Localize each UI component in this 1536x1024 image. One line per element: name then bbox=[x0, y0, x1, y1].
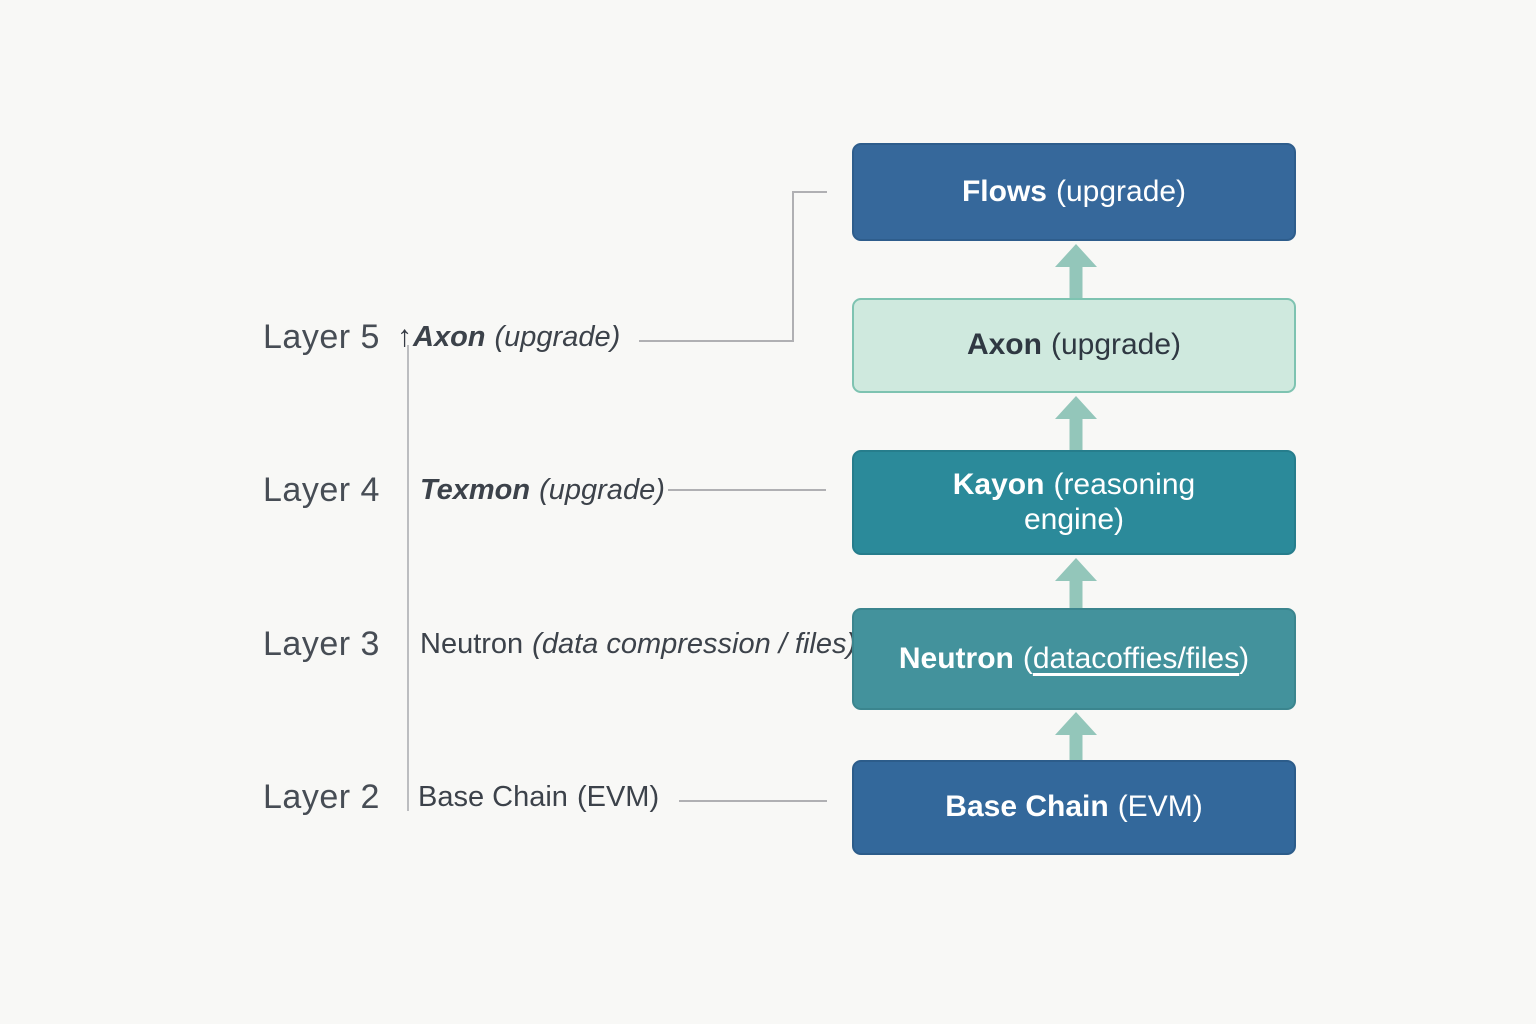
base-chain-box: Base Chain(EVM) bbox=[852, 760, 1296, 855]
layer-2-description: Base Chain(EVM) bbox=[418, 778, 659, 816]
axon-box-title: Axon bbox=[966, 328, 1042, 362]
layer-3-description: Neutron(data compression / files) bbox=[420, 625, 856, 663]
flows-box-title: Flows bbox=[961, 174, 1047, 208]
layer-2-label: Layer 2 bbox=[263, 778, 380, 816]
kayon-box-subtitle: (reasoning engine) bbox=[1023, 468, 1196, 536]
kayon-box-title: Kayon bbox=[952, 468, 1045, 501]
flows-box-subtitle: (upgrade) bbox=[1055, 174, 1187, 208]
up-arrow-axon-to-flows bbox=[1055, 244, 1097, 298]
layer-5-connector-line bbox=[639, 191, 827, 342]
layer-3-label: Layer 3 bbox=[263, 625, 380, 663]
kayon-box: Kayon(reasoning engine) bbox=[852, 450, 1296, 555]
neutron-box-subtitle: (datacoffies/files) bbox=[1023, 642, 1249, 675]
neutron-box-title: Neutron bbox=[898, 641, 1014, 675]
axon-box-text: Axon(upgrade) bbox=[967, 328, 1181, 363]
base-chain-box-text: Base Chain(EVM) bbox=[945, 790, 1202, 825]
layer-5-description: ↑Axon(upgrade) bbox=[397, 318, 620, 356]
neutron-subtitle-open-paren: ( bbox=[1022, 641, 1033, 675]
layer-5-detail: (upgrade) bbox=[494, 321, 621, 353]
layer-3-name: Neutron bbox=[420, 628, 524, 660]
kayon-box-text: Kayon(reasoning engine) bbox=[908, 468, 1240, 537]
up-arrow-base-to-neutron bbox=[1055, 712, 1097, 760]
up-arrow-neutron-to-kayon bbox=[1055, 558, 1097, 608]
neutron-box: Neutron(datacoffies/files) bbox=[852, 608, 1296, 710]
neutron-box-text: Neutron(datacoffies/files) bbox=[899, 642, 1249, 677]
layer-5-name: Axon bbox=[413, 321, 486, 353]
base-chain-box-subtitle: (EVM) bbox=[1117, 790, 1203, 824]
layer-2-detail: (EVM) bbox=[576, 781, 660, 813]
base-chain-box-title: Base Chain bbox=[945, 790, 1109, 824]
layer-2-name: Base Chain bbox=[418, 781, 568, 813]
up-arrow-glyph: ↑ bbox=[397, 320, 412, 353]
layer-3-detail: (data compression / files) bbox=[532, 628, 857, 660]
layer-4-name: Texmon bbox=[420, 474, 531, 506]
neutron-subtitle-close-paren: ) bbox=[1239, 641, 1250, 675]
flows-box: Flows(upgrade) bbox=[852, 143, 1296, 241]
neutron-subtitle-underlined-text: datacoffies/files bbox=[1032, 641, 1240, 675]
layer-5-label: Layer 5 bbox=[263, 318, 380, 356]
layer-4-label: Layer 4 bbox=[263, 471, 380, 509]
layer-4-description: Texmon(upgrade) bbox=[420, 471, 665, 509]
up-arrow-kayon-to-axon bbox=[1055, 396, 1097, 450]
flows-box-text: Flows(upgrade) bbox=[962, 175, 1186, 210]
layer-4-detail: (upgrade) bbox=[539, 474, 665, 506]
axon-box: Axon(upgrade) bbox=[852, 298, 1296, 393]
axon-box-subtitle: (upgrade) bbox=[1050, 328, 1182, 362]
